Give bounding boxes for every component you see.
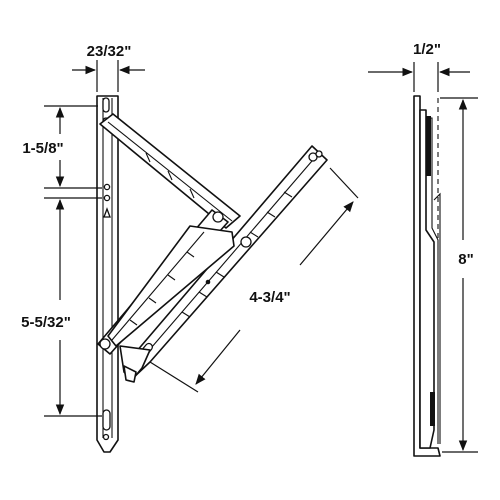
- center-dot: [205, 279, 211, 285]
- upper-spacing-label: 1-5/8": [22, 140, 63, 157]
- track-hole: [103, 194, 111, 202]
- pivot-rivet: [240, 236, 252, 248]
- sash-tip: [123, 365, 137, 383]
- track-hole: [102, 433, 110, 441]
- lower-spacing-label: 5-5/32": [21, 314, 71, 331]
- front-view: [96, 95, 328, 453]
- front-dimensions: 23/32" 1-5/8" 5-5/32" 4-3/4": [21, 43, 359, 417]
- track-hole: [103, 183, 111, 191]
- top-slot: [102, 97, 110, 113]
- vertical-track: [96, 95, 119, 453]
- side-foot: [430, 392, 435, 426]
- side-width-label: 1/2": [413, 41, 441, 58]
- long-arm-hole: [315, 150, 323, 158]
- bottom-rivet: [99, 338, 111, 350]
- side-view: [413, 95, 441, 457]
- arm-length-label: 4-3/4": [249, 289, 290, 306]
- overall-length-label: 8": [458, 251, 473, 268]
- top-width-label: 23/32": [87, 43, 132, 60]
- track-triangle: [103, 207, 111, 218]
- center-rivet: [212, 211, 224, 223]
- side-rail: [426, 116, 431, 176]
- bottom-slot: [102, 409, 111, 431]
- side-dimensions: 1/2" 8": [368, 41, 478, 453]
- support-arm-plate: [107, 225, 235, 347]
